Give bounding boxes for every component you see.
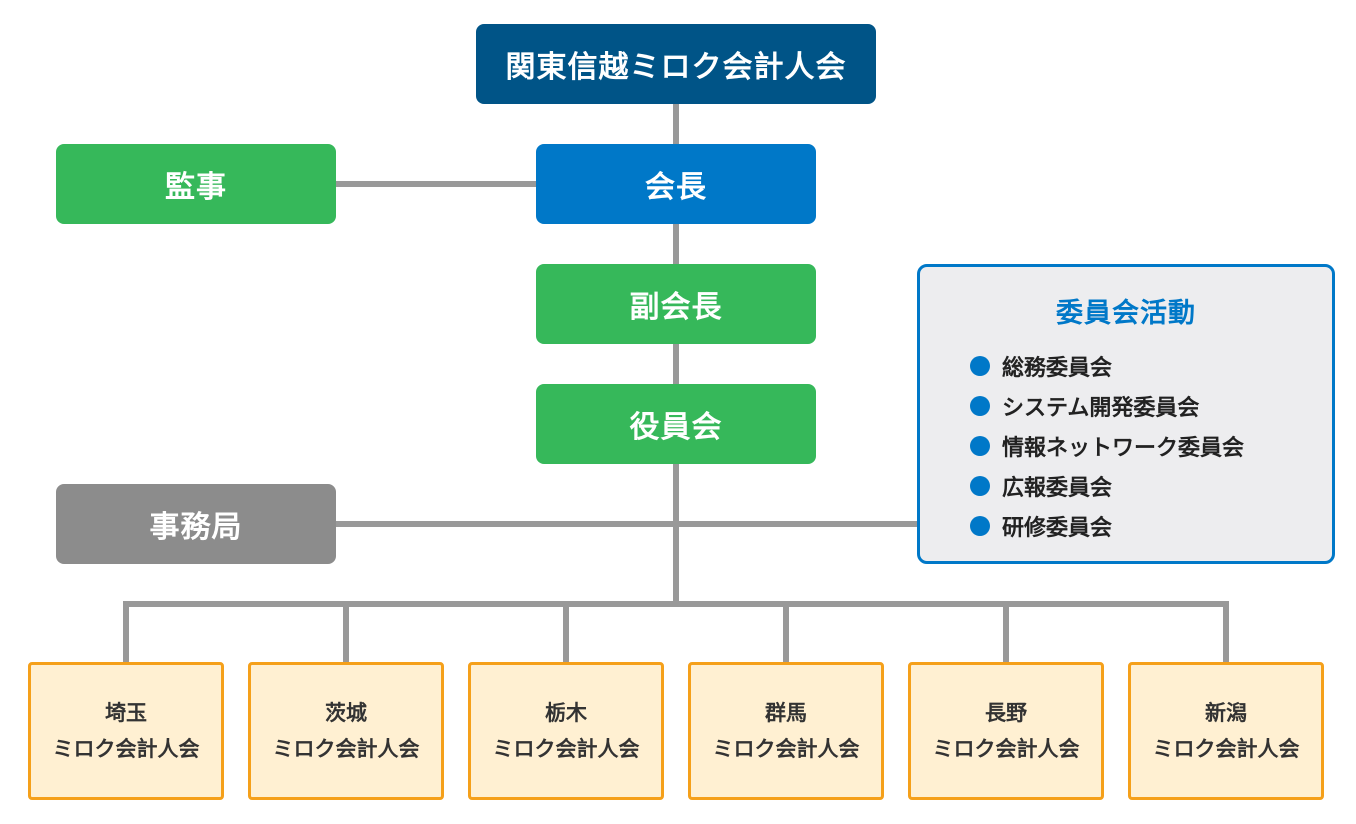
branch-region: 茨城 bbox=[325, 701, 367, 725]
president-box: 会長 bbox=[536, 144, 816, 224]
committee-item: 総務委員会 bbox=[970, 346, 1244, 386]
branch-region: 群馬 bbox=[765, 701, 807, 725]
branch-region: 栃木 bbox=[545, 701, 587, 725]
committee-list: 総務委員会 システム開発委員会 情報ネットワーク委員会 広報委員会 研修委員会 bbox=[970, 346, 1244, 546]
committee-item: 広報委員会 bbox=[970, 466, 1244, 506]
branch-name: ミロク会計人会 bbox=[712, 737, 860, 761]
committee-item-label: 広報委員会 bbox=[1002, 476, 1113, 501]
bullet-icon bbox=[970, 396, 990, 416]
secretariat-box: 事務局 bbox=[56, 484, 336, 564]
branch-box-saitama: 埼玉 ミロク会計人会 bbox=[28, 662, 224, 800]
committee-item-label: 総務委員会 bbox=[1002, 356, 1113, 381]
branch-region: 長野 bbox=[985, 701, 1027, 725]
committee-item-label: システム開発委員会 bbox=[1002, 396, 1200, 421]
board-box: 役員会 bbox=[536, 384, 816, 464]
branch-region: 埼玉 bbox=[105, 701, 147, 725]
branch-region: 新潟 bbox=[1205, 701, 1247, 725]
branch-name: ミロク会計人会 bbox=[1152, 737, 1300, 761]
branch-box-gunma: 群馬 ミロク会計人会 bbox=[688, 662, 884, 800]
committee-title: 委員会活動 bbox=[1056, 298, 1196, 329]
committee-item: システム開発委員会 bbox=[970, 386, 1244, 426]
vice-president-box: 副会長 bbox=[536, 264, 816, 344]
committee-item: 情報ネットワーク委員会 bbox=[970, 426, 1244, 466]
branch-box-nagano: 長野 ミロク会計人会 bbox=[908, 662, 1104, 800]
branch-box-tochigi: 栃木 ミロク会計人会 bbox=[468, 662, 664, 800]
secretariat-label: 事務局 bbox=[149, 510, 243, 545]
vice-president-label: 副会長 bbox=[629, 290, 723, 325]
board-label: 役員会 bbox=[629, 410, 723, 445]
bullet-icon bbox=[970, 476, 990, 496]
committee-item-label: 研修委員会 bbox=[1002, 516, 1113, 541]
branch-name: ミロク会計人会 bbox=[52, 737, 200, 761]
top-organization-label: 関東信越ミロク会計人会 bbox=[505, 50, 847, 85]
branch-name: ミロク会計人会 bbox=[492, 737, 640, 761]
committee-item: 研修委員会 bbox=[970, 506, 1244, 546]
bullet-icon bbox=[970, 436, 990, 456]
branch-box-ibaraki: 茨城 ミロク会計人会 bbox=[248, 662, 444, 800]
branch-name: ミロク会計人会 bbox=[932, 737, 1080, 761]
branch-box-niigata: 新潟 ミロク会計人会 bbox=[1128, 662, 1324, 800]
auditor-box: 監事 bbox=[56, 144, 336, 224]
president-label: 会長 bbox=[645, 170, 707, 205]
bullet-icon bbox=[970, 356, 990, 376]
committee-item-label: 情報ネットワーク委員会 bbox=[1002, 436, 1245, 461]
committee-panel: 委員会活動 総務委員会 システム開発委員会 情報ネットワーク委員会 広報委員会 … bbox=[917, 264, 1335, 564]
bullet-icon bbox=[970, 516, 990, 536]
top-organization-box: 関東信越ミロク会計人会 bbox=[476, 24, 876, 104]
auditor-label: 監事 bbox=[165, 170, 227, 205]
branch-name: ミロク会計人会 bbox=[272, 737, 420, 761]
